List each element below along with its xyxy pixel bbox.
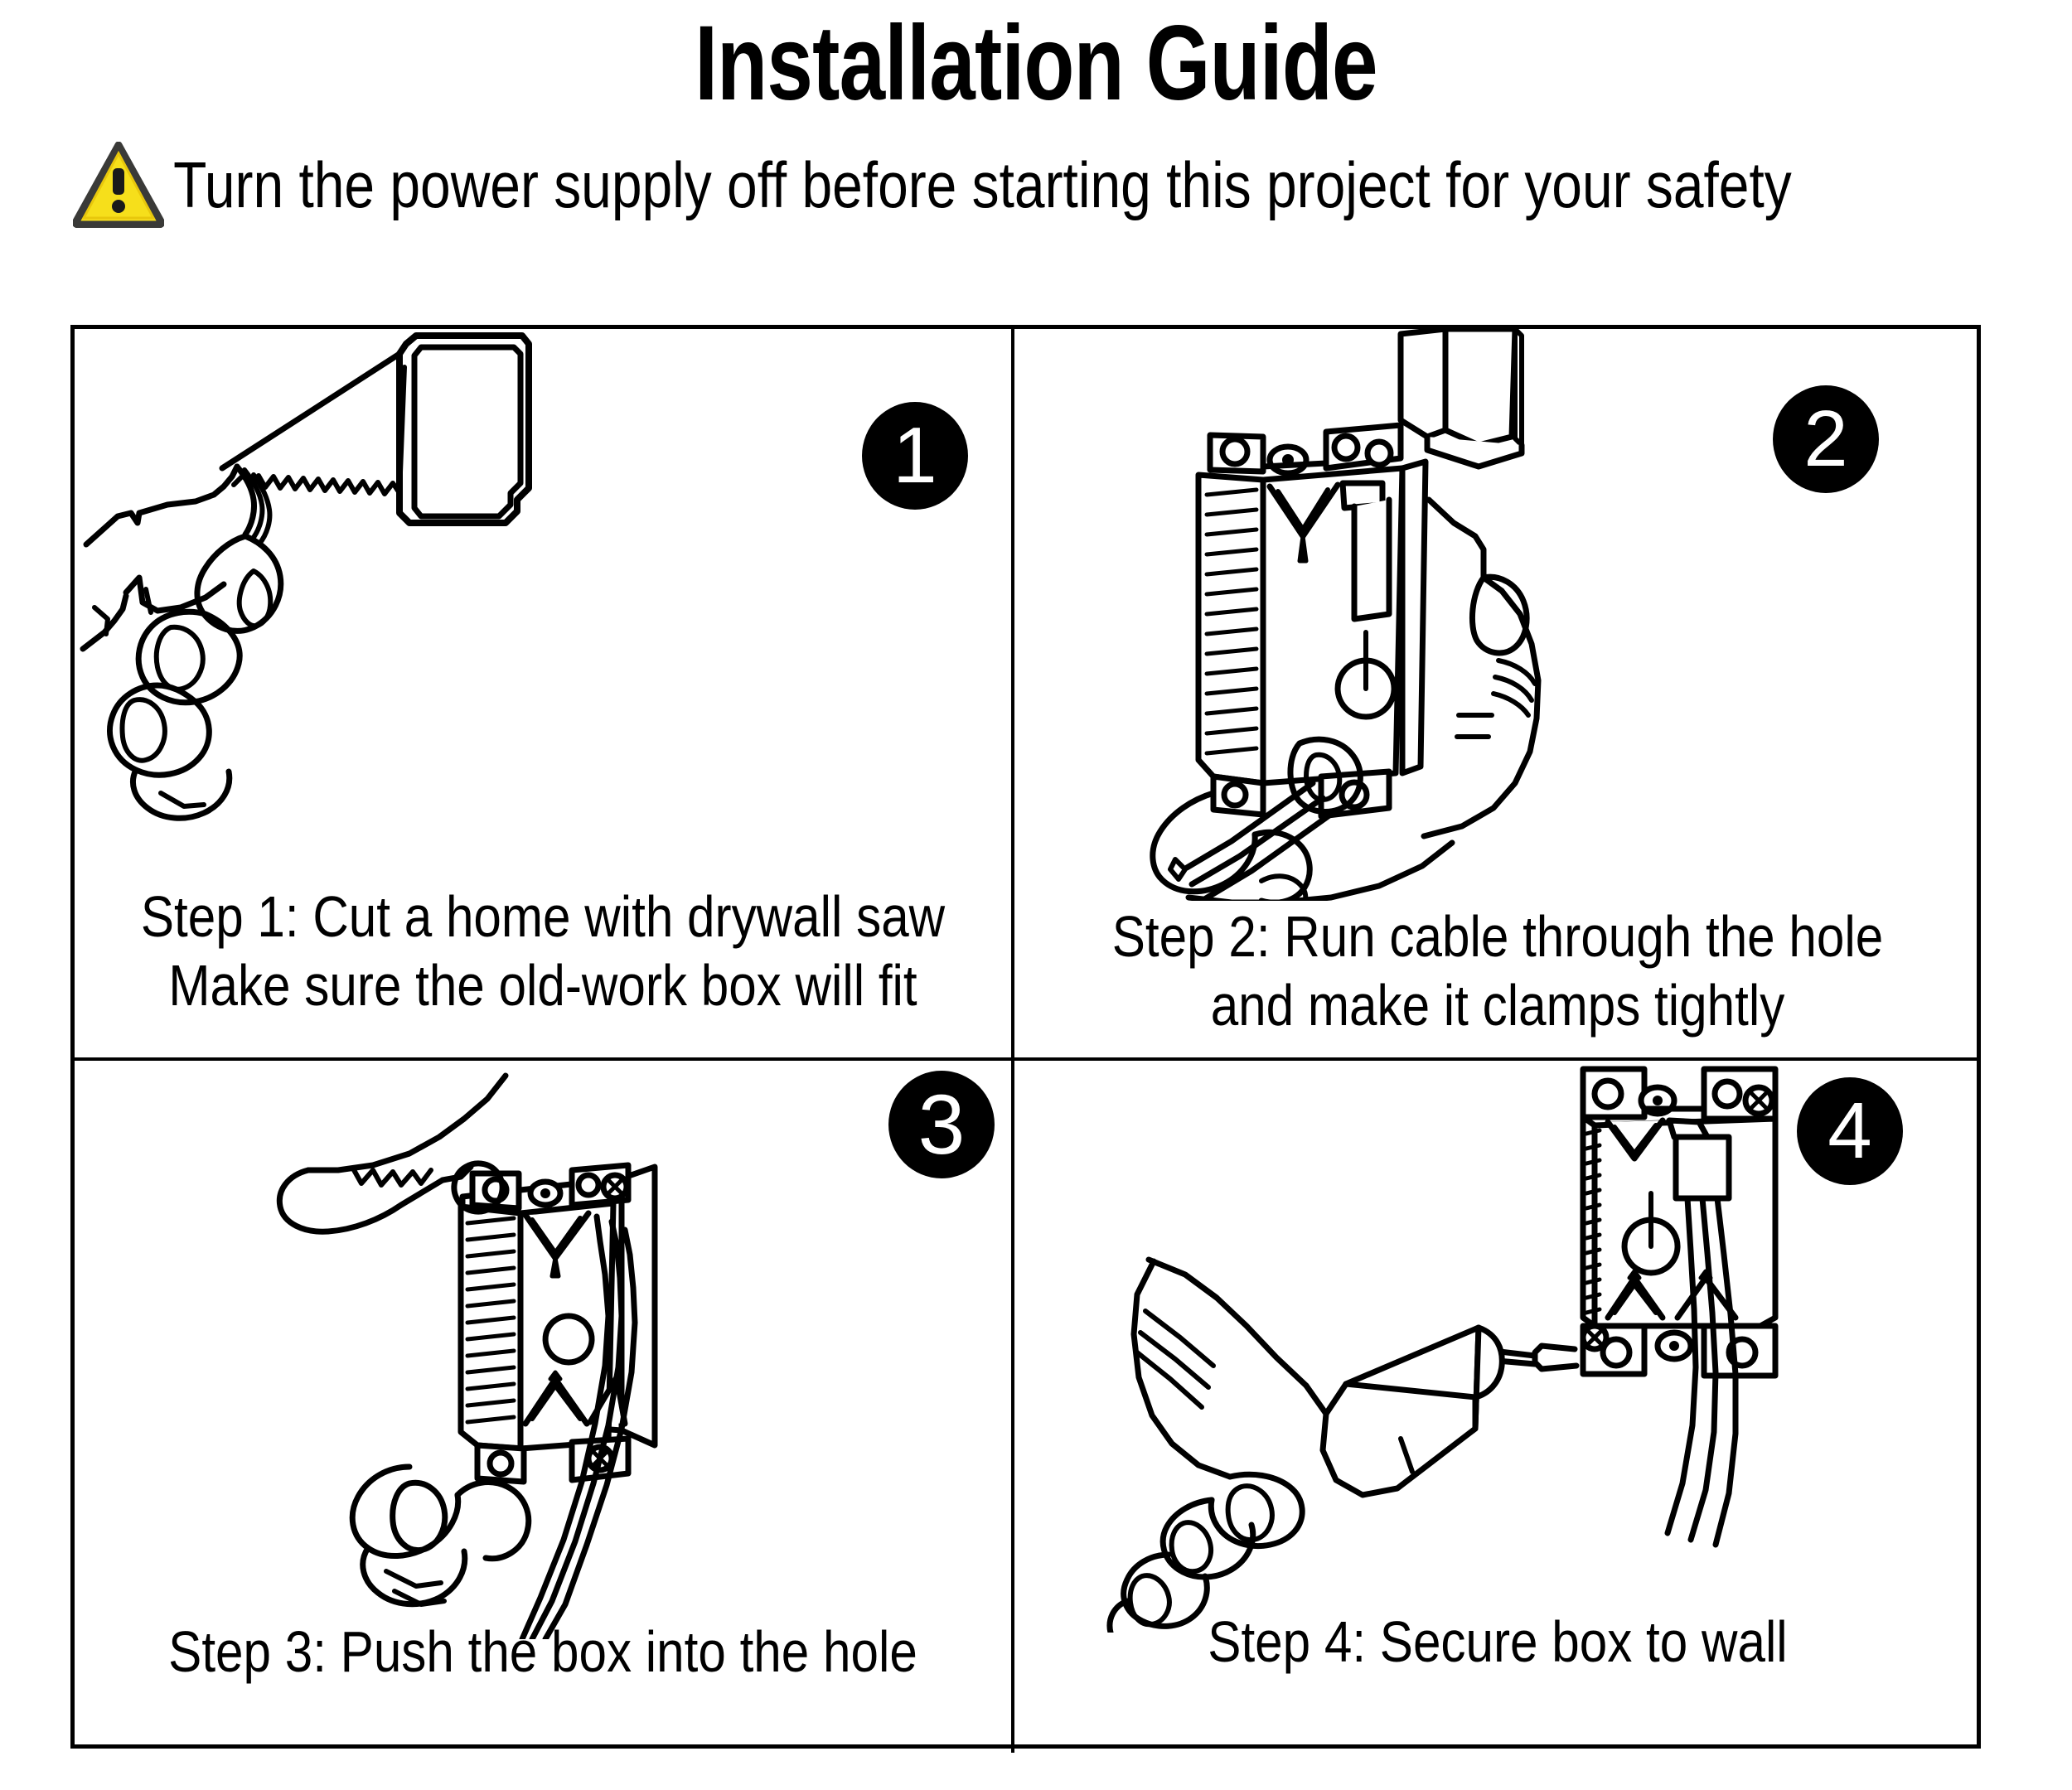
step-badge-1-number: 1 <box>893 411 937 500</box>
step-1-caption-line-1: Step 1: Cut a home with drywall saw <box>140 884 946 949</box>
step-panel-1: 1 Step 1: Cut a home with drywall saw Ma… <box>75 329 1014 1061</box>
step-4-caption-line-1: Step 4: Secure box to wall <box>1208 1609 1788 1674</box>
pushing-box-into-hole-illustration <box>75 1067 1011 1639</box>
step-panel-2: 2 Step 2: Run cable through the hole and… <box>1014 329 1981 1061</box>
step-badge-3-number: 3 <box>917 1077 966 1172</box>
step-3-caption-line-1: Step 3: Push the box into the hole <box>168 1619 917 1684</box>
safety-warning-text: Turn the power supply off before startin… <box>173 148 1792 222</box>
screwdriver-securing-box-illustration <box>1014 1061 1981 1633</box>
step-badge-2-number: 2 <box>1803 394 1848 483</box>
step-2-caption: Step 2: Run cable through the hole and m… <box>1014 902 1981 1039</box>
step-2-caption-line-1: Step 2: Run cable through the hole <box>1111 904 1884 969</box>
step-1-caption-line-2: Make sure the old-work box will fit <box>168 952 917 1018</box>
step-2-caption-line-2: and make it clamps tightly <box>1210 972 1785 1038</box>
step-badge-2: 2 <box>1773 385 1879 493</box>
step-badge-1: 1 <box>862 402 968 510</box>
steps-grid: 1 Step 1: Cut a home with drywall saw Ma… <box>70 325 1981 1753</box>
safety-warning-banner: Turn the power supply off before startin… <box>0 139 2072 230</box>
guide-header: Installation Guide Turn the power supply… <box>0 0 2072 230</box>
step-badge-4-number: 4 <box>1828 1086 1872 1175</box>
step-badge-4: 4 <box>1797 1077 1903 1185</box>
step-panel-4: 4 Step 4: Secure box to wall <box>1014 1061 1981 1753</box>
hand-holding-box-with-cable-illustration <box>1014 329 1981 901</box>
step-1-caption: Step 1: Cut a home with drywall saw Make… <box>75 883 1011 1019</box>
step-panel-3: 3 Step 3: Push the box into the hole <box>75 1061 1014 1753</box>
step-4-caption: Step 4: Secure box to wall <box>1014 1608 1981 1676</box>
step-3-caption: Step 3: Push the box into the hole <box>75 1618 1011 1686</box>
drywall-saw-cutting-illustration <box>75 329 1011 901</box>
page-title: Installation Guide <box>695 4 1377 123</box>
warning-triangle-icon <box>73 142 164 229</box>
step-badge-3: 3 <box>888 1071 995 1178</box>
